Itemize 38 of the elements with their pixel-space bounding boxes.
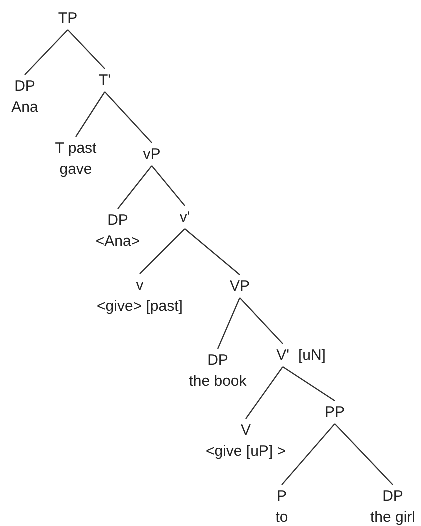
tree-node-label: V — [240, 421, 252, 441]
tree-branch — [140, 228, 186, 274]
tree-node-label: DP — [106, 211, 130, 231]
node-word: gave — [58, 160, 94, 180]
tree-branch — [76, 92, 106, 138]
tree-node-label: P — [276, 487, 288, 507]
node-word: to — [274, 508, 290, 526]
tree-branch — [104, 92, 152, 144]
tree-node-label: DP — [14, 77, 36, 97]
tree-node-label: TP — [57, 9, 79, 29]
tree-branch — [282, 366, 336, 402]
tree-branch — [184, 228, 240, 276]
tree-branch — [334, 424, 394, 486]
tree-branch — [240, 298, 284, 344]
tree-node-label: V' — [276, 346, 290, 366]
node-word: Ana — [10, 98, 40, 118]
tree-branch — [217, 298, 241, 350]
tree-branch — [246, 366, 284, 420]
node-word: the girl — [369, 508, 417, 526]
tree-node-label: VP — [229, 277, 251, 297]
node-word: the book — [188, 372, 248, 392]
tree-branch — [282, 424, 336, 486]
node-word: <give [uP] > — [204, 442, 288, 462]
tree-node-label: v' — [178, 208, 192, 228]
tree-branch — [152, 166, 186, 206]
feature-label: [uN] — [298, 346, 326, 366]
tree-node-label: v — [135, 276, 145, 296]
tree-node-label: PP — [324, 403, 346, 423]
tree-node-label: DP — [382, 487, 404, 507]
tree-branch — [118, 166, 152, 210]
tree-node-label: T past — [54, 139, 98, 159]
tree-branch — [68, 30, 106, 70]
tree-node-label: DP — [206, 351, 230, 371]
tree-branch — [24, 30, 68, 76]
tree-node-label: T' — [98, 71, 112, 91]
node-word: <give> [past] — [96, 297, 184, 317]
node-word: <Ana> — [94, 232, 142, 252]
tree-node-label: vP — [142, 145, 162, 165]
